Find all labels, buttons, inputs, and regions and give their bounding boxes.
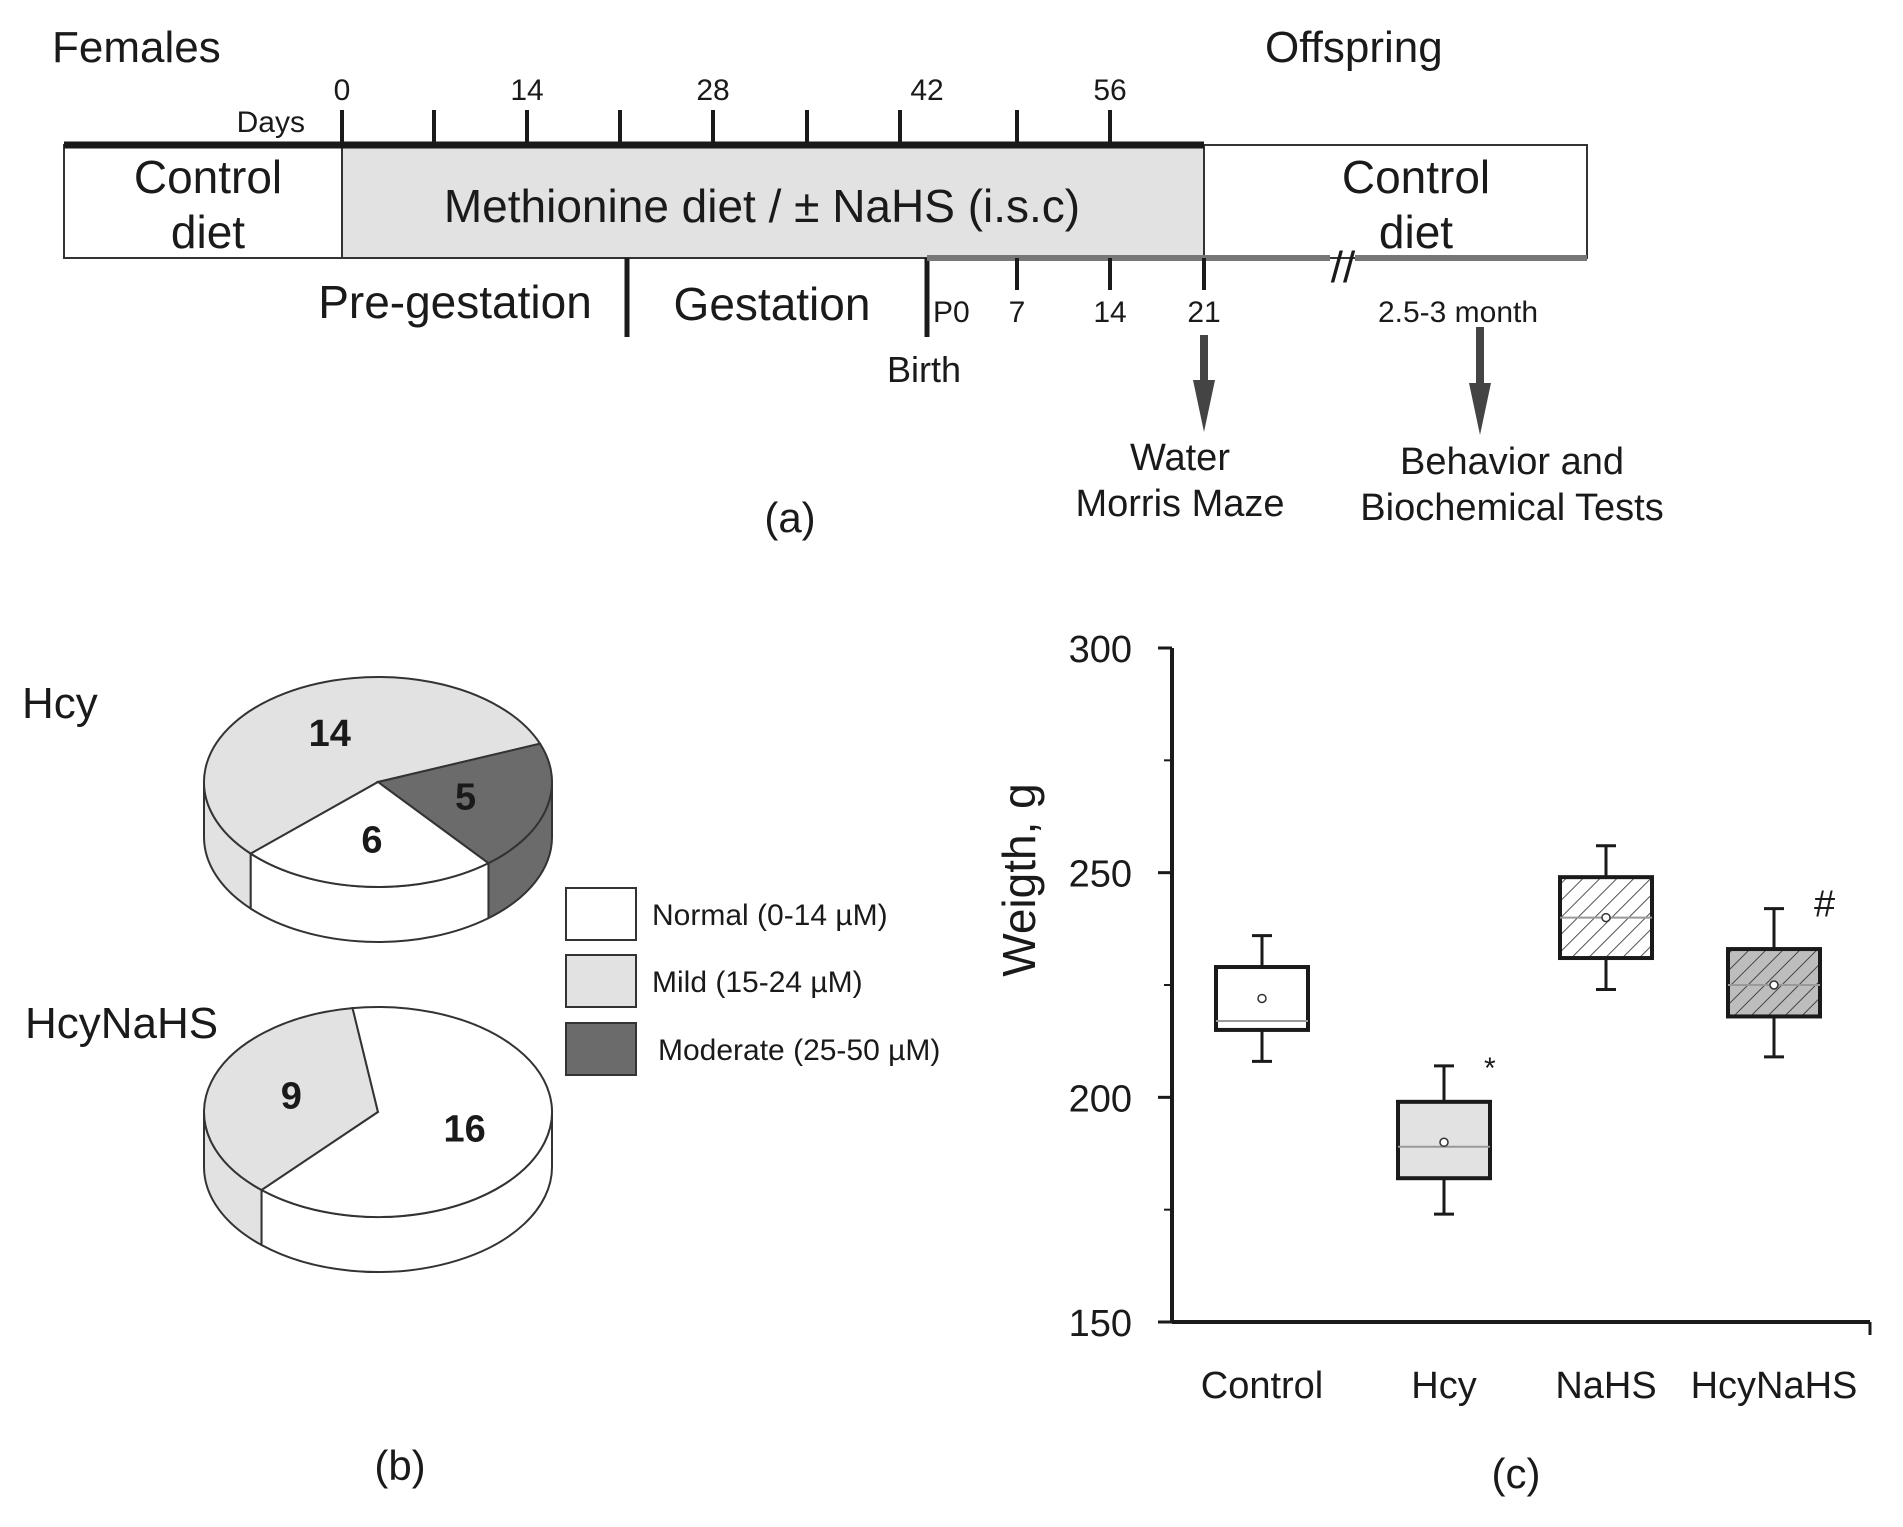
panel-b-label: (b) <box>374 1442 425 1489</box>
legend-swatch-mild <box>565 954 637 1008</box>
pie-slice-hcynahs-normal <box>259 1006 553 1218</box>
postnatal-ticks <box>1015 258 1206 290</box>
x-tick-label-control: Control <box>1201 1365 1324 1407</box>
box-body-control <box>1214 965 1310 1032</box>
legend-swatch-normal <box>565 887 637 941</box>
days-label: Days <box>237 106 305 139</box>
pregestation-label: Pre-gestation <box>318 276 592 328</box>
pie-slice-hcy-mild <box>203 676 542 855</box>
control-diet-right-line1: Control <box>1342 151 1490 203</box>
legend-label-mild: Mild (15-24 µM) <box>652 966 863 999</box>
pie-slice-hcynahs-mild <box>203 1007 380 1192</box>
gestation-label: Gestation <box>674 278 871 330</box>
postnatal-tick-7: 7 <box>1009 296 1026 329</box>
water-maze-line2: Morris Maze <box>1075 483 1284 525</box>
females-label: Females <box>52 23 221 72</box>
pie-value-hcy-mild: 14 <box>309 713 351 755</box>
x-tick-label-hcy: Hcy <box>1411 1365 1476 1407</box>
x-tick-label-nahs: NaHS <box>1555 1365 1656 1407</box>
methionine-diet-box <box>341 144 1205 259</box>
postnatal-tick-21: 21 <box>1187 296 1220 329</box>
legend-swatch-moderate <box>565 1022 637 1076</box>
significance-mark-hcynahs: # <box>1814 884 1835 926</box>
pie-slice-hcy-moderate <box>375 742 553 865</box>
control-diet-left-line2: diet <box>171 206 245 258</box>
x-tick-label-hcynahs: HcyNaHS <box>1691 1365 1858 1407</box>
y-tick-label: 300 <box>1069 629 1132 671</box>
month-label: 2.5-3 month <box>1378 296 1538 329</box>
axis-break-mark: // <box>1331 243 1356 292</box>
mean-marker-nahs <box>1601 912 1611 923</box>
y-tick-label: 250 <box>1069 854 1132 896</box>
days-axis-ticks <box>340 110 1112 145</box>
behavior-tests-line1: Behavior and <box>1400 441 1624 483</box>
legend: Normal (0-14 µM) Mild (15-24 µM) Moderat… <box>565 887 940 1076</box>
pie-panel: Hcy HcyNaHS 14 5 6 9 16 Normal (0-14 µM) Mi… <box>22 676 940 1489</box>
pie-group-label-hcy: Hcy <box>22 679 98 728</box>
arrow-down-icon <box>1469 327 1491 435</box>
y-axis-ticks: 150 200 250 300 <box>1069 629 1172 1345</box>
day-tick-0: 0 <box>334 74 351 107</box>
birth-label: Birth <box>887 349 961 390</box>
box-nahs <box>1558 844 1654 991</box>
mean-marker-control <box>1257 993 1267 1004</box>
legend-label-moderate: Moderate (25-50 µM) <box>658 1034 940 1067</box>
y-tick-label: 150 <box>1069 1303 1132 1345</box>
box-control <box>1214 934 1310 1063</box>
significance-mark-hcy: * <box>1484 1052 1496 1085</box>
control-diet-right-box <box>1203 144 1588 259</box>
methionine-diet-label: Methionine diet / ± NaHS (i.s.c) <box>444 180 1080 232</box>
y-axis-label: Weigth, g <box>993 783 1045 976</box>
pie-value-hcynahs-normal: 16 <box>443 1109 485 1151</box>
pie-chart-hcynahs: 9 16 <box>203 1006 553 1273</box>
postnatal-tick-14: 14 <box>1093 296 1126 329</box>
mean-marker-hcynahs <box>1769 980 1779 990</box>
day-tick-28: 28 <box>696 74 729 107</box>
y-tick-label: 200 <box>1069 1078 1132 1120</box>
day-tick-56: 56 <box>1093 74 1126 107</box>
box-hcy: * <box>1396 1052 1496 1216</box>
panel-c-label: (c) <box>1492 1450 1541 1497</box>
offspring-label: Offspring <box>1265 23 1443 72</box>
behavior-tests-line2: Biochemical Tests <box>1360 487 1663 529</box>
postnatal-tick-p0: P0 <box>933 296 970 329</box>
panel-a-label: (a) <box>764 494 815 541</box>
box-series: *# <box>1214 844 1835 1216</box>
timeline-panel: Females Offspring Control diet Methionin… <box>52 23 1664 541</box>
pie-chart-hcy: 14 5 6 <box>203 676 553 943</box>
box-hcynahs: # <box>1726 884 1835 1059</box>
legend-label-normal: Normal (0-14 µM) <box>652 899 888 932</box>
arrow-down-icon <box>1193 335 1215 432</box>
control-diet-left-box <box>63 144 343 259</box>
pie-value-hcy-moderate: 5 <box>455 777 476 819</box>
pie-value-hcynahs-mild: 9 <box>281 1075 302 1117</box>
mean-marker-hcy <box>1439 1137 1449 1148</box>
pie-slice-hcy-normal <box>248 780 491 888</box>
day-tick-14: 14 <box>510 74 543 107</box>
pie-value-hcy-normal: 6 <box>361 820 382 862</box>
water-maze-line1: Water <box>1130 437 1230 479</box>
pie-group-label-hcynahs: HcyNaHS <box>25 999 218 1048</box>
day-tick-42: 42 <box>910 74 943 107</box>
control-diet-left-line1: Control <box>134 151 282 203</box>
control-diet-right-line2: diet <box>1379 206 1453 258</box>
